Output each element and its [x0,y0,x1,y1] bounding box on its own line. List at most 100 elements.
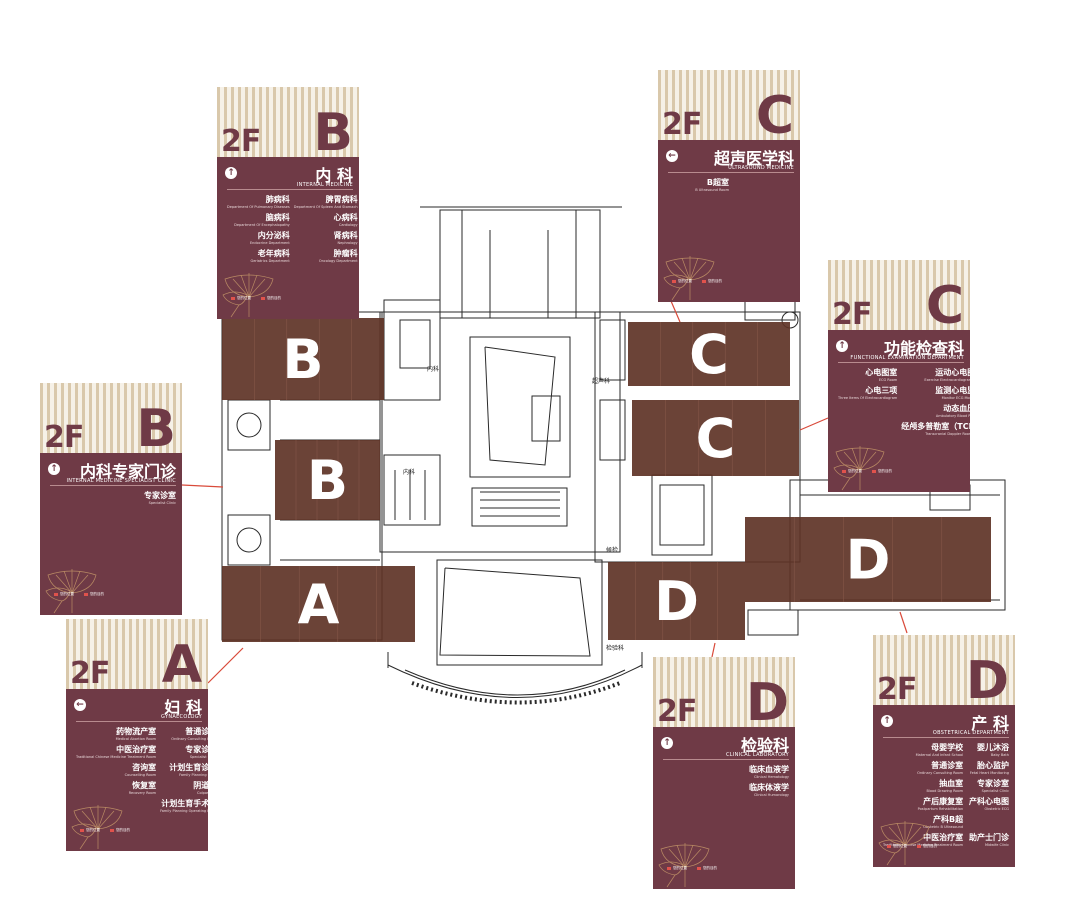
sign-zone: B [136,399,176,459]
sign-floor: 2F [70,656,110,691]
leader-c-mid [799,417,829,431]
room-name: 肾病科 [333,231,358,240]
sign-zone: B [313,103,353,163]
room-name-en: Traditional Chinese Medicine Treatment R… [883,843,964,847]
room-name: 专家诊室 [144,491,176,500]
sign-dept-en: OBSTETRICAL DEPARTMENT [932,730,1009,736]
room-name-en: Specialist Clinic [189,755,208,759]
sign-floor: 2F [662,107,702,142]
legend-target: 您的目的 [697,866,717,871]
legend-current: 您的位置 [887,844,907,849]
room-name: 心病科 [333,213,358,222]
room-name-en: Department Of Pulmonary Diseases [227,205,290,209]
room-name-en: Maternal And Infant School [915,753,964,757]
zone-d-6: D [608,562,745,640]
sign-dept: 功能检查科 [883,339,964,358]
south-lobby [436,559,603,666]
room-name: 产科心电图 [969,797,1009,806]
room-name: 婴儿沐浴 [977,743,1009,752]
room-name-en: B Ultrasound Room [695,188,729,192]
room-name-en: Clinical Humorology [753,793,789,797]
ginkgo-leaf-icon [663,256,715,301]
room-name-en: Obstetric ECG [984,807,1009,811]
divider [76,721,202,722]
room-name-en: Cardiology [338,223,358,227]
room-name-en: Department Of Spleen And Stomach [293,205,358,209]
room-name: 临床体液学 [749,783,789,792]
room-name-en: ECG Room [878,378,898,382]
room-name: 动态血压室 [943,404,970,413]
room-name-en: Ordinary Consulting Room [917,771,964,775]
ginkgo-leaf-icon [222,273,274,318]
sign-floor: 2F [832,297,872,332]
legend-target: 您的目的 [110,828,130,833]
ginkgo-leaf-icon [878,821,930,866]
escalator [471,487,568,527]
zone-block [745,517,991,602]
sign-dept-en: CLINICAL LABORATORY [725,752,789,758]
sign-stripe-header [658,70,800,140]
room-name: 母婴学校 [931,743,964,752]
plan-label-waiting: 候检 [606,546,618,554]
zone-block [222,318,384,400]
plan-label-neike-2: 内科 [403,468,415,476]
sign-dept: 内科专家门诊 [79,462,176,481]
room-entry [838,422,897,437]
sign-zone: D [965,651,1009,711]
room-name-en: Recovery Room [128,791,157,795]
main-hall [379,311,621,553]
room-name-en: Geriatrics Department [250,259,290,263]
room-name: 脑病科 [265,213,290,222]
north-annex [439,209,601,319]
leader-d-right [899,611,908,634]
sign-legend: 您的位置 您的目的 [80,828,130,833]
legend-current: 您的位置 [80,828,100,833]
room-name-en: Counselling Room [124,773,157,777]
zone-d-7: D [745,517,991,602]
room-entry [663,765,724,780]
sign-dept: 产 科 [971,714,1009,733]
divider [50,485,176,486]
room-name-en: Ordinary Consulting Room [171,737,208,741]
room-name: 临床血液学 [749,765,789,774]
room-entry: 运动心电图室Exercise Electrocardiogram Room [901,368,970,383]
room-name-en: Transcranial Doppler Room (TCD) [925,432,970,436]
room-name-en: Family Planning Clinic [179,773,208,777]
sign-legend: 您的位置您的目的 [667,866,717,871]
ginkgo-leaf-icon [71,805,123,850]
room-name: 助产士门诊 [969,833,1009,842]
direction-arrow-icon: ← [666,150,678,162]
room-entry: 计划生育手术室Family Planning Operating Room [160,799,208,814]
sign-legend: 您的位置您的目的 [672,279,722,284]
room-name-en: Specialist Clinic [148,501,176,505]
room-name-en: Nephrology [337,241,358,245]
room-name: 内分泌科 [257,231,290,240]
sign-dept-en: FUNCTIONAL EXAMINATION DEPARTMENT [850,355,964,361]
room-name: 胎心监护 [977,761,1009,770]
sign-zone: D [745,673,789,733]
sign-zone: A [161,635,202,695]
zone-label: A [298,573,340,636]
sign-floor: 2F [221,124,261,159]
